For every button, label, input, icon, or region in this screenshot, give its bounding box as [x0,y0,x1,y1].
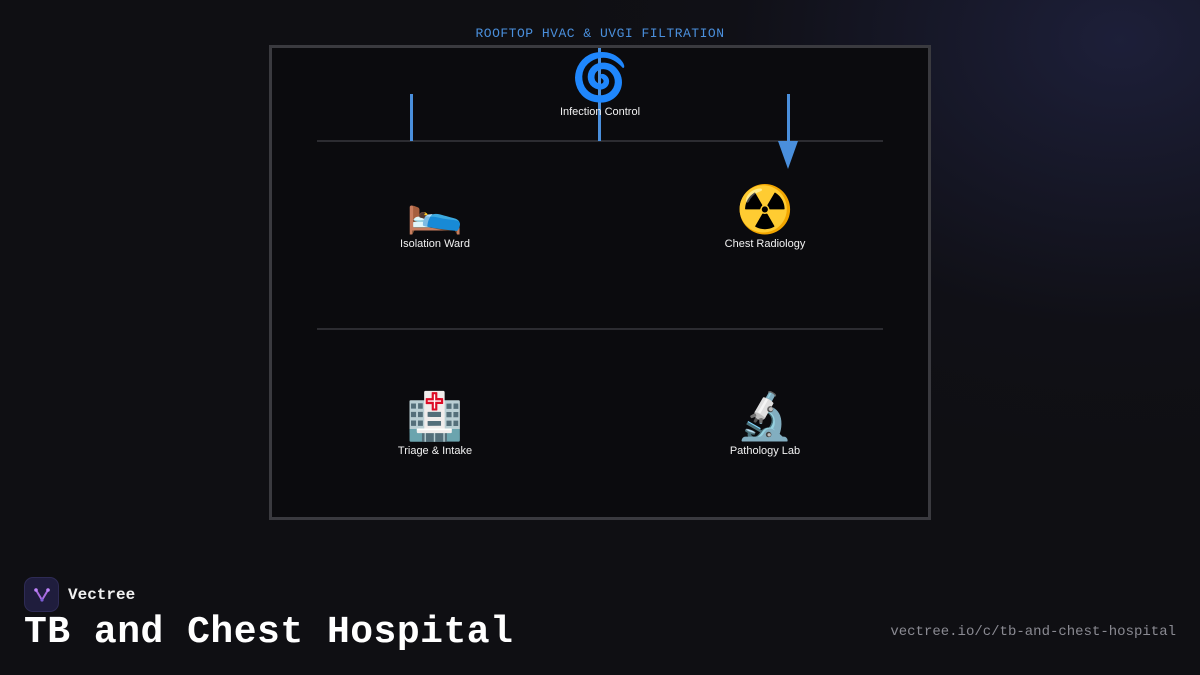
room-pathology-lab[interactable]: 🔬 Pathology Lab [675,389,855,457]
cyclone-icon: 🌀 [571,51,629,103]
room-label: Isolation Ward [400,238,470,250]
airflow-arrow-head [778,141,798,169]
room-chest-radiology[interactable]: ☢️ Chest Radiology [675,182,855,250]
brand-name: Vectree [68,585,136,604]
air-duct-center [598,48,601,141]
floor-divider-middle [317,328,883,330]
room-label: Infection Control [559,106,641,118]
room-label: Pathology Lab [729,445,801,457]
page-title: TB and Chest Hospital [24,611,514,654]
air-duct-left [410,94,413,141]
room-infection-control[interactable]: 🌀 Infection Control [510,50,690,118]
roof-label: ROOFTOP HVAC & UVGI FILTRATION [475,26,725,41]
room-triage-intake[interactable]: 🏥 Triage & Intake [345,389,525,457]
radioactive-icon: ☢️ [736,183,794,235]
hospital-icon: 🏥 [406,390,464,442]
vectree-logo-icon [24,577,59,612]
bed-icon: 🛌 [406,183,464,235]
air-duct-right [787,94,790,144]
room-label: Chest Radiology [724,238,806,250]
page-url[interactable]: vectree.io/c/tb-and-chest-hospital [890,624,1176,640]
microscope-icon: 🔬 [736,390,794,442]
room-label: Triage & Intake [397,445,473,457]
room-isolation-ward[interactable]: 🛌 Isolation Ward [345,182,525,250]
floor-divider-top [317,140,883,142]
brand[interactable]: Vectree [24,577,135,612]
